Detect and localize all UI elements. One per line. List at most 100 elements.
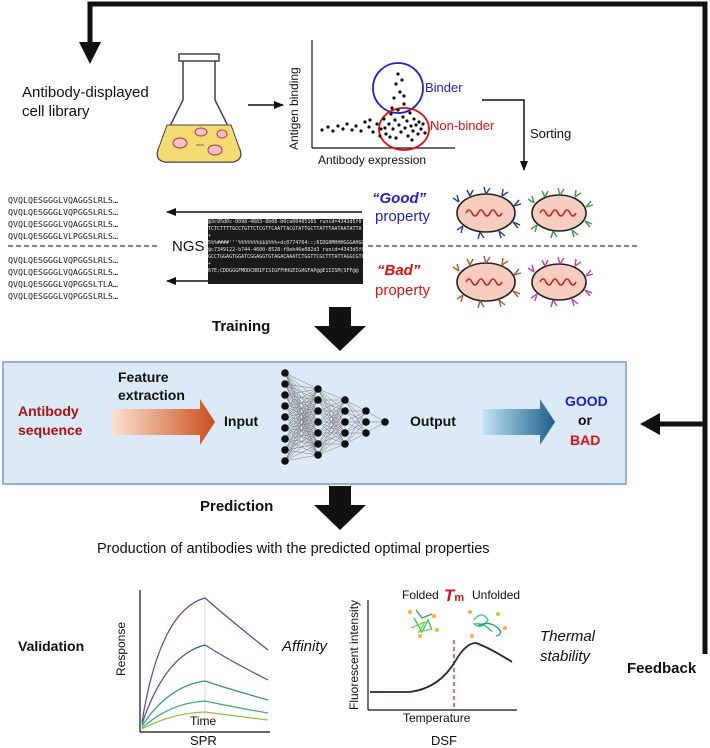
nn-node [281,413,289,421]
binder-label: Binder [425,80,463,95]
nn-connection [344,399,367,412]
ngs-read-line: + [208,261,212,267]
bad-cell-2-icon [527,256,594,308]
affinity-label: Affinity [282,638,328,655]
nn-node [281,391,289,399]
nn-connection [317,399,346,423]
good-sequence: QVQLQESGGGLVQAGGSLRLS… [8,219,118,229]
bad-property-line1: “Bad” [377,262,421,279]
dsf-ylabel: Fluorescent intensity [347,599,361,710]
scatter-xlabel: Antibody expression [318,153,427,167]
neural-network-icon [284,372,386,462]
nn-connection [284,388,319,429]
folded-label: Folded [402,588,439,602]
nn-node [281,402,289,410]
nn-node [281,424,289,432]
nn-node [341,396,349,404]
nn-connection [284,388,319,418]
thermal-stability-line1: Thermal [540,628,596,645]
ngs-read-line: 67E;CDDGGGFMDDCBBIFISIGFFHHGEIGHGFAP@@E1… [208,268,359,274]
output-label: Output [410,413,456,429]
nn-connection [284,421,319,462]
bad-sequence: QVQLQESGGGLVQAGGSLRLS… [8,267,118,277]
bad-sequence: QVQLQESGGGLVQPGGSLRLS… [8,255,118,265]
scatter-ylabel: Antigen binding [287,67,301,150]
feature-extraction-line2: extraction [118,387,185,403]
feedback-label: Feedback [627,660,697,677]
prediction-label: Prediction [200,498,274,515]
nn-connection [284,388,319,462]
nn-connection [284,388,319,407]
nn-connection [344,410,367,445]
bad-output-label: BAD [570,432,601,448]
thermal-stability-line2: stability [540,648,591,665]
feedback-loop [79,1,708,654]
nn-node [314,440,322,448]
nn-node [314,451,322,459]
ngs-reads-panel: @3c95d0c-0098-4683-8b08-b0ca0040516S run… [208,219,363,284]
nn-connection [284,399,319,462]
nn-connection [284,383,319,390]
nn-connection [317,421,346,456]
spr-ylabel: Response [114,621,128,676]
nn-connection [284,388,319,396]
nn-node [314,407,322,415]
unfolded-label: Unfolded [472,588,521,602]
dsf-chart [367,600,517,711]
nn-connection [284,388,319,451]
bad-sequence: QVQLQESGGGLVQPGGSLTLA… [8,279,118,289]
library-label-line1: Antibody-displayed [22,84,149,101]
tm-sub: m [454,592,465,604]
ngs-read-line: @c7349122-b744-4600-8528-f0eb46e082d3 ru… [208,247,363,253]
nonbinder-label: Non-binder [430,118,495,133]
spr-chart [139,590,270,733]
or-label: or [578,412,592,428]
good-sequence-list: QVQLQESGGGLVQAGGSLRLS… QVQLQESGGGLVQPGGS… [8,194,118,242]
good-sequence: QVQLQESGGGLVLPGGSLRLS… [8,231,118,241]
nn-node [281,435,289,443]
good-output-label: GOOD [565,393,608,409]
nn-node [341,418,349,426]
nn-connection [344,410,367,423]
nn-connection [317,399,346,434]
nn-connection [317,399,346,456]
ngs-read-line: @3c95d0c-0098-4683-8b08-b0ca0040516S run… [208,219,362,225]
nn-connection [344,410,367,434]
flask-icon [156,53,242,163]
bad-sequence: QVQLQESGGGLVQPGGSLRLS… [8,291,118,301]
antibody-sequence-line1: Antibody [18,403,79,419]
nn-connection [317,443,346,456]
good-sequence: QVQLQESGGGLVQPGGSLRLS… [8,207,118,217]
bad-cell-1-icon [452,255,522,309]
nn-node [341,440,349,448]
ngs-read-line: TCTCTTTTGCCTGTTCTCGTTCAATTACGTATTGCTTATT… [208,226,362,232]
ngs-label: NGS [172,238,205,255]
nn-node [314,418,322,426]
tm-label: Tm [444,586,464,606]
sorting-label: Sorting [530,126,572,141]
nn-node [362,407,370,415]
ngs-read-line: GCCTGGAGTGGATCGGAGGTGTAGACAAATCTGGTTCGCT… [208,254,363,260]
training-label: Training [212,318,271,335]
feature-extraction-line1: Feature [118,369,169,385]
nn-connection [284,432,319,462]
nn-node [314,396,322,404]
prediction-arrow [314,486,366,530]
nn-node [341,407,349,415]
nn-node [362,418,370,426]
library-label-line2: cell library [22,103,90,120]
validation-label: Validation [18,638,85,654]
nn-connection [284,388,319,440]
good-cell-2-icon [527,187,594,239]
nn-connection [284,443,319,462]
good-sequence: QVQLQESGGGLVQAGGSLRLS… [8,195,118,205]
nn-connection [317,432,346,456]
nn-connection [344,432,367,445]
nn-node [381,418,389,426]
nn-node [314,429,322,437]
nn-node [314,385,322,393]
good-cell-1-icon [452,186,522,240]
nn-connection [317,410,346,456]
spr-xlabel: Time [190,714,217,728]
